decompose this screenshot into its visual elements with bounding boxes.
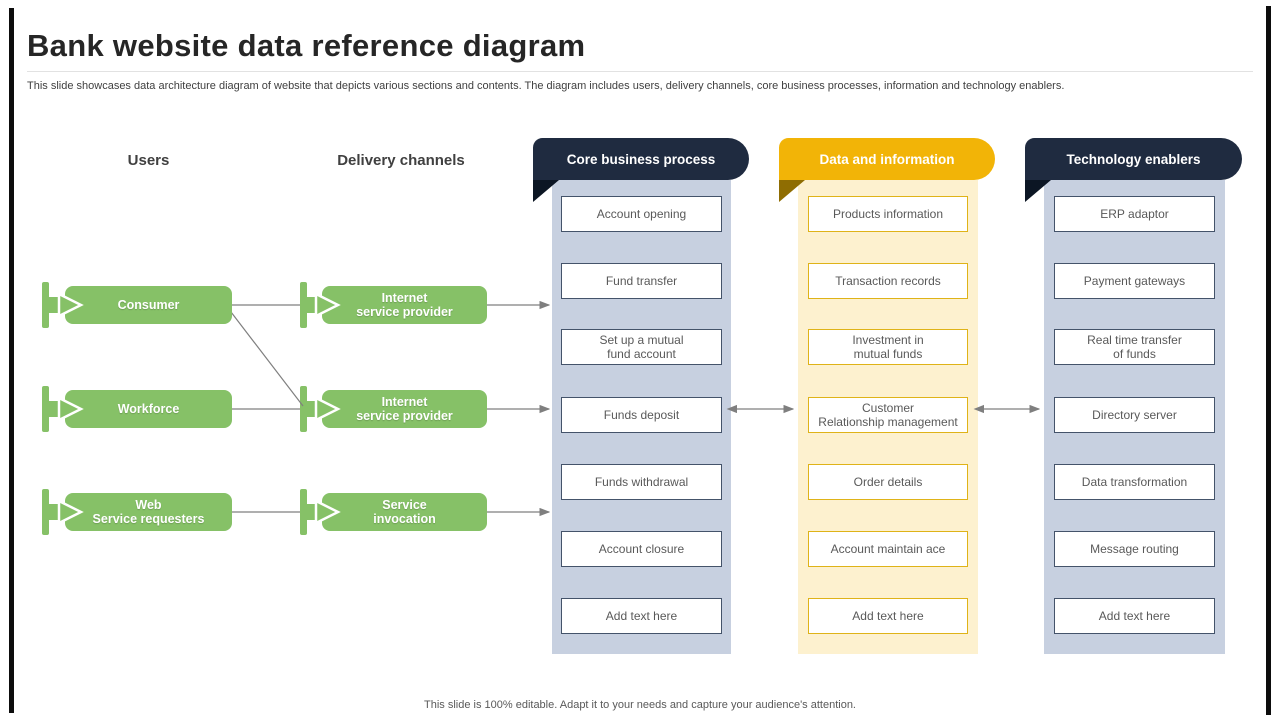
arrow-chevron-icon: [314, 395, 341, 423]
page-title: Bank website data reference diagram: [27, 28, 586, 63]
node-payment-gateways[interactable]: Payment gateways: [1054, 263, 1215, 299]
delivery-row-anchor-bar: [300, 489, 307, 535]
core-business-process-header[interactable]: Core business process: [533, 138, 749, 180]
node-add-text-placeholder[interactable]: Add text here: [561, 598, 722, 634]
data-and-information-header[interactable]: Data and information: [779, 138, 995, 180]
node-internet-service-provider-2[interactable]: Internet service provider: [322, 390, 487, 428]
delivery-row-anchor-bar: [300, 282, 307, 328]
arrow-chevron-icon: [314, 498, 341, 526]
node-erp-adaptor[interactable]: ERP adaptor: [1054, 196, 1215, 232]
editable-note: This slide is 100% editable. Adapt it to…: [424, 699, 856, 711]
node-account-maintenance[interactable]: Account maintain ace: [808, 531, 968, 567]
node-transaction-records[interactable]: Transaction records: [808, 263, 968, 299]
node-fund-transfer[interactable]: Fund transfer: [561, 263, 722, 299]
arrow-chevron-icon: [57, 395, 84, 423]
node-order-details[interactable]: Order details: [808, 464, 968, 500]
node-workforce[interactable]: Workforce: [65, 390, 232, 428]
node-internet-service-provider-1[interactable]: Internet service provider: [322, 286, 487, 324]
node-data-transformation[interactable]: Data transformation: [1054, 464, 1215, 500]
node-web-service-requesters[interactable]: Web Service requesters: [65, 493, 232, 531]
node-account-opening[interactable]: Account opening: [561, 196, 722, 232]
node-real-time-transfer[interactable]: Real time transfer of funds: [1054, 329, 1215, 365]
node-funds-withdrawal[interactable]: Funds withdrawal: [561, 464, 722, 500]
node-add-text-placeholder[interactable]: Add text here: [808, 598, 968, 634]
left-edge-accent-bar: [9, 8, 14, 713]
right-edge-accent-bar: [1266, 6, 1271, 715]
node-message-routing[interactable]: Message routing: [1054, 531, 1215, 567]
arrow-chevron-icon: [57, 498, 84, 526]
user-row-anchor-bar: [42, 386, 49, 432]
node-add-text-placeholder[interactable]: Add text here: [1054, 598, 1215, 634]
node-investment-mutual-funds[interactable]: Investment in mutual funds: [808, 329, 968, 365]
technology-enablers-header[interactable]: Technology enablers: [1025, 138, 1242, 180]
header-fold-data: [779, 180, 805, 202]
node-funds-deposit[interactable]: Funds deposit: [561, 397, 722, 433]
slide-description: This slide showcases data architecture d…: [27, 80, 1065, 92]
node-customer-relationship-management[interactable]: Customer Relationship management: [808, 397, 968, 433]
node-mutual-fund-account[interactable]: Set up a mutual fund account: [561, 329, 722, 365]
node-consumer[interactable]: Consumer: [65, 286, 232, 324]
users-column-label: Users: [127, 152, 170, 169]
title-divider: [27, 71, 1253, 72]
node-directory-server[interactable]: Directory server: [1054, 397, 1215, 433]
user-row-anchor-bar: [42, 489, 49, 535]
delivery-row-anchor-bar: [300, 386, 307, 432]
header-fold-tech: [1025, 180, 1051, 202]
node-products-information[interactable]: Products information: [808, 196, 968, 232]
delivery-channels-column-label: Delivery channels: [337, 152, 465, 169]
arrow-chevron-icon: [57, 291, 84, 319]
node-account-closure[interactable]: Account closure: [561, 531, 722, 567]
arrow-chevron-icon: [314, 291, 341, 319]
node-service-invocation[interactable]: Service invocation: [322, 493, 487, 531]
header-fold-core: [533, 180, 559, 202]
user-row-anchor-bar: [42, 282, 49, 328]
